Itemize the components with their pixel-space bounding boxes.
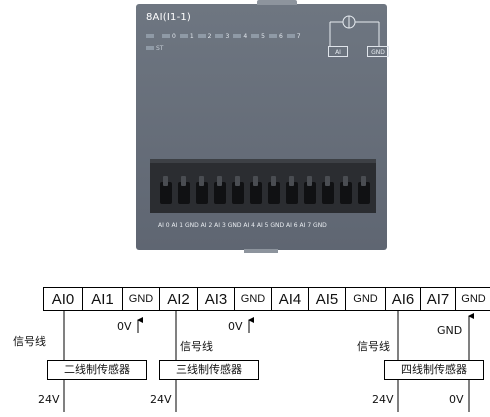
terminal-pin [214, 176, 226, 204]
led-indicator [251, 34, 260, 38]
st-label: ST [156, 44, 164, 52]
led-indicator [197, 34, 206, 38]
zero-v-label-3: 0V [449, 393, 464, 406]
sensor-4wire: 四线制传感器 [384, 360, 484, 380]
module-title: 8AI(I1-1) [146, 12, 192, 23]
v24-label-3: 24V [372, 393, 394, 406]
zero-v-label-2: 0V [228, 320, 243, 333]
zero-v-label-1: 0V [117, 320, 132, 333]
terminal-pin [250, 176, 262, 204]
terminal-ai4: AI4 [272, 288, 309, 310]
terminal-ai7: AI7 [421, 288, 456, 310]
terminal-ai2: AI2 [160, 288, 198, 310]
terminal-pin [340, 176, 352, 204]
led-label-7: 7 [296, 32, 301, 40]
led-indicator [286, 34, 295, 38]
terminal-pin [358, 176, 370, 204]
terminal-ai3: AI3 [198, 288, 235, 310]
sensor-3wire: 三线制传感器 [159, 360, 259, 380]
led-label-5: 5 [261, 32, 265, 40]
signal-line-label-2: 信号线 [180, 340, 213, 353]
symbol-gnd-box: GND [367, 46, 389, 57]
v24-label-1: 24V [38, 393, 60, 406]
terminal-strip: AI0 AI1 GND AI2 AI3 GND AI4 AI5 GND AI6 … [43, 287, 490, 311]
terminal-gnd-3: GND [346, 288, 386, 310]
led-label-4: 4 [243, 32, 248, 40]
connector-terminal-labels: AI 0 AI 1 GND AI 2 AI 3 GND AI 4 AI 5 GN… [158, 222, 327, 229]
terminal-ai5: AI5 [309, 288, 346, 310]
led-label-0: 0 [172, 32, 176, 40]
terminal-pin [160, 176, 172, 204]
led-indicator [268, 34, 277, 38]
terminal-gnd-1: GND [123, 288, 160, 310]
io-module: 8AI(I1-1) 0 1 2 3 4 5 6 7 ST AI GND [136, 0, 389, 253]
status-leds: 0 1 2 3 4 5 6 7 ST [146, 31, 305, 53]
signal-line-label-1: 信号线 [13, 335, 46, 348]
circuit-symbol [329, 15, 380, 47]
module-bottom-tab [244, 249, 278, 253]
led-indicator [162, 34, 170, 38]
led-indicator [233, 34, 242, 38]
terminal-pin [232, 176, 244, 204]
led-indicator [146, 34, 154, 38]
led-label-2: 2 [207, 32, 212, 40]
terminal-pin [196, 176, 208, 204]
terminal-connector [150, 159, 376, 213]
led-indicator [179, 34, 188, 38]
terminal-pin [286, 176, 298, 204]
terminal-pin [322, 176, 334, 204]
terminal-gnd-2: GND [235, 288, 272, 310]
gnd-label: GND [437, 324, 463, 337]
terminal-pin [304, 176, 316, 204]
sensor-2wire: 二线制传感器 [47, 360, 147, 380]
terminal-gnd-4: GND [461, 293, 486, 305]
symbol-ai-box: AI [328, 46, 348, 57]
v24-label-2: 24V [150, 393, 172, 406]
led-indicator [215, 34, 224, 38]
terminal-ai6: AI6 [386, 288, 421, 310]
led-label-6: 6 [278, 32, 283, 40]
st-led-indicator [146, 46, 154, 50]
terminal-ai1: AI1 [83, 288, 123, 310]
led-label-1: 1 [189, 32, 194, 40]
st-led-row: ST [146, 43, 305, 53]
terminal-pin [178, 176, 190, 204]
channel-led-row: 0 1 2 3 4 5 6 7 [146, 31, 305, 41]
terminal-pin [268, 176, 280, 204]
led-label-3: 3 [225, 32, 230, 40]
signal-line-label-3: 信号线 [357, 340, 390, 353]
terminal-ai0: AI0 [44, 288, 83, 310]
module-top-tab [257, 0, 297, 5]
